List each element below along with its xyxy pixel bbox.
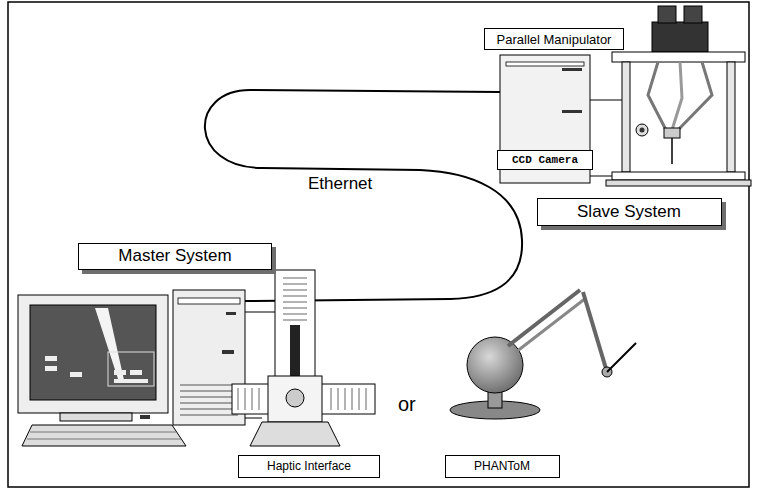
- key-row: [27, 439, 181, 440]
- computer-case: [500, 55, 590, 183]
- screen-window: [108, 352, 154, 386]
- device-label: Haptic Interface: [238, 455, 380, 478]
- stripe: [283, 320, 307, 321]
- motor-block: [652, 22, 708, 52]
- network-label: Ethernet: [306, 175, 374, 194]
- stripe: [238, 388, 239, 410]
- stripe: [252, 388, 253, 410]
- lens-center: [640, 128, 645, 133]
- label-text: Parallel Manipulator: [497, 32, 612, 47]
- label-text: or: [398, 393, 416, 415]
- vent: [180, 397, 238, 398]
- screen-icon: [45, 356, 57, 361]
- vent-lines: [180, 385, 238, 415]
- stylus: [607, 343, 636, 372]
- carriage: [268, 376, 322, 422]
- stripe: [283, 314, 307, 315]
- manipulator-leg: [648, 62, 666, 130]
- signal-wire: [590, 176, 612, 177]
- base-foot: [606, 180, 751, 186]
- vent: [180, 391, 238, 392]
- base-plate: [612, 172, 745, 180]
- system-label: Master System: [78, 243, 272, 270]
- label-text: Slave System: [577, 202, 681, 222]
- column-stripes: [283, 278, 307, 320]
- drive-slot: [562, 68, 582, 71]
- phantom-arm: [508, 290, 580, 346]
- stripe: [283, 284, 307, 285]
- motor: [658, 6, 676, 23]
- end-effector: [664, 128, 680, 138]
- ccd-camera-lens: [636, 124, 648, 136]
- master-monitor: [18, 295, 186, 446]
- stripe: [331, 388, 332, 410]
- conjunction-label: or: [396, 393, 418, 415]
- stripe: [283, 290, 307, 291]
- stripe: [345, 388, 346, 410]
- slave-computer: [500, 55, 622, 183]
- post: [727, 62, 735, 172]
- signal-wire: [590, 100, 622, 101]
- stripe: [283, 302, 307, 303]
- stripe: [283, 296, 307, 297]
- label-text: Haptic Interface: [267, 459, 351, 473]
- haptic-device: [232, 270, 375, 446]
- system-label: Slave System: [537, 198, 722, 226]
- stripe: [366, 388, 367, 410]
- drive-slot: [226, 312, 236, 315]
- label-text: Ethernet: [308, 174, 372, 193]
- screen-icon: [114, 370, 126, 375]
- monitor-case: [18, 295, 168, 413]
- grip: [286, 389, 304, 407]
- device-label: PHANToM: [445, 455, 560, 478]
- top-plate: [612, 52, 745, 62]
- vent: [180, 385, 238, 386]
- frame: [8, 2, 749, 487]
- manipulator-leg: [672, 62, 682, 130]
- slider-bar: [290, 325, 300, 380]
- phantom-arm: [583, 292, 607, 372]
- needle: [671, 138, 673, 164]
- drive-slot: [562, 110, 582, 113]
- key-row: [30, 432, 176, 433]
- drive-slot: [222, 350, 234, 354]
- screen-icon: [70, 372, 82, 377]
- motor: [684, 6, 702, 23]
- stripe: [352, 388, 353, 410]
- phantom-device: [450, 290, 636, 419]
- power-button: [140, 415, 150, 419]
- signal-wire: [245, 312, 275, 313]
- stripe: [283, 278, 307, 279]
- post: [622, 62, 630, 172]
- component-label: CCD Camera: [497, 150, 593, 170]
- stripe: [338, 388, 339, 410]
- drive-bay: [506, 62, 584, 66]
- screen-icon: [130, 370, 142, 375]
- phantom-arm: [516, 298, 586, 352]
- monitor-stand: [60, 413, 132, 421]
- vent: [180, 415, 238, 416]
- column: [275, 270, 315, 385]
- drive-bay: [178, 298, 240, 304]
- component-label: Parallel Manipulator: [484, 28, 624, 50]
- screen-icon: [45, 366, 57, 371]
- label-text: PHANToM: [474, 459, 530, 473]
- screen-icon: [114, 379, 148, 383]
- keyboard: [22, 425, 186, 446]
- label-text: CCD Camera: [512, 154, 578, 166]
- screen: [30, 305, 156, 400]
- vent: [180, 403, 238, 404]
- stripe: [283, 308, 307, 309]
- parallel-manipulator: [606, 6, 751, 186]
- device-base: [250, 422, 340, 446]
- vent: [180, 409, 238, 410]
- stripe: [245, 388, 246, 410]
- stripe: [259, 388, 260, 410]
- phantom-sphere: [467, 337, 523, 393]
- signal-wire: [245, 418, 262, 419]
- stripe: [359, 388, 360, 410]
- label-text: Master System: [118, 246, 231, 266]
